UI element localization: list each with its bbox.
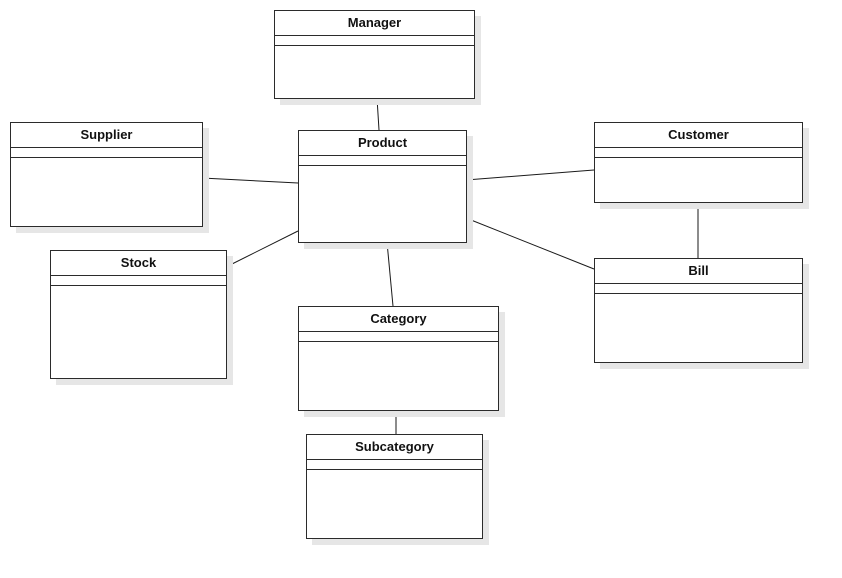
class-name-category: Category <box>299 307 498 332</box>
class-box-stock[interactable]: Stock <box>50 250 227 379</box>
class-box-supplier[interactable]: Supplier <box>10 122 203 227</box>
class-name-supplier: Supplier <box>11 123 202 148</box>
class-box-manager[interactable]: Manager <box>274 10 475 99</box>
class-box-subcategory[interactable]: Subcategory <box>306 434 483 539</box>
association-product-category <box>386 241 394 307</box>
association-manager-product <box>376 97 380 131</box>
class-name-subcategory: Subcategory <box>307 435 482 460</box>
class-name-manager: Manager <box>275 11 474 36</box>
attributes-compartment-manager <box>275 36 474 46</box>
class-box-customer[interactable]: Customer <box>594 122 803 203</box>
attributes-compartment-bill <box>595 284 802 294</box>
class-box-category[interactable]: Category <box>298 306 499 411</box>
class-name-stock: Stock <box>51 251 226 276</box>
attributes-compartment-stock <box>51 276 226 286</box>
class-name-bill: Bill <box>595 259 802 284</box>
association-supplier-product <box>201 177 299 184</box>
class-name-customer: Customer <box>595 123 802 148</box>
class-box-product[interactable]: Product <box>298 130 467 243</box>
class-box-bill[interactable]: Bill <box>594 258 803 363</box>
attributes-compartment-product <box>299 156 466 166</box>
association-stock-product <box>225 230 299 268</box>
attributes-compartment-customer <box>595 148 802 158</box>
attributes-compartment-subcategory <box>307 460 482 470</box>
association-product-bill <box>465 217 595 270</box>
class-name-product: Product <box>299 131 466 156</box>
association-product-customer <box>465 169 595 181</box>
attributes-compartment-supplier <box>11 148 202 158</box>
attributes-compartment-category <box>299 332 498 342</box>
